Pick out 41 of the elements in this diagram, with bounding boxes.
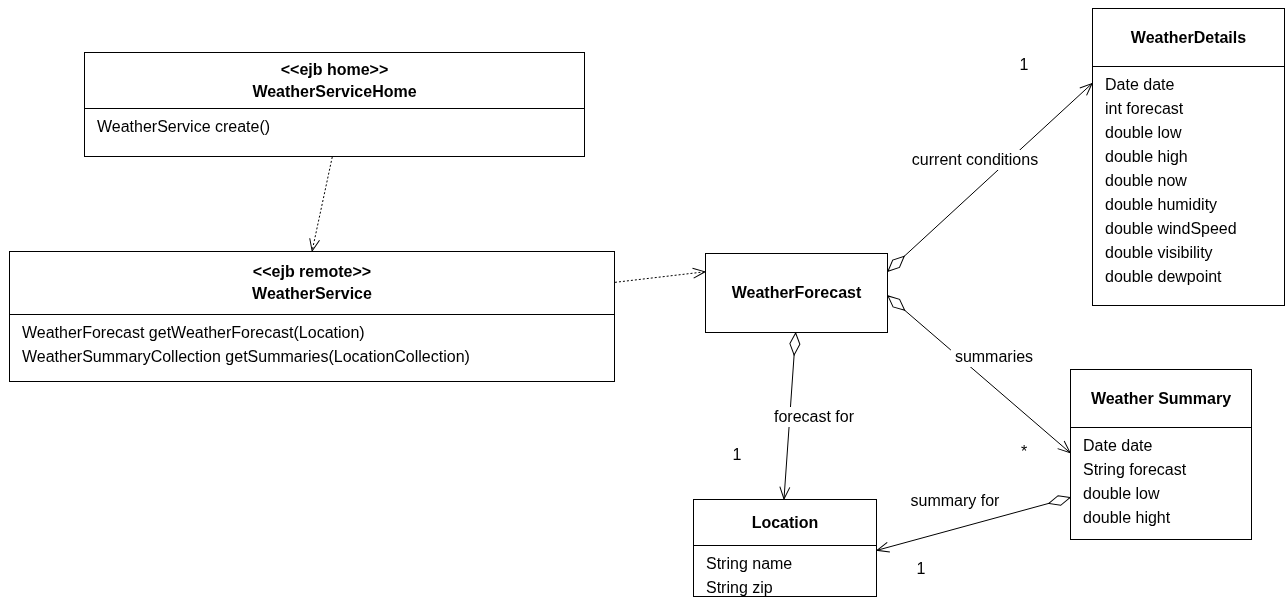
class-name: WeatherService	[252, 284, 372, 304]
class-box	[693, 499, 877, 597]
class-name: <<ejb remote>>	[252, 262, 372, 282]
class-box	[1092, 8, 1285, 306]
class-box	[1070, 369, 1252, 540]
class-name: Weather Summary	[1090, 388, 1232, 409]
member-text: WeatherSummaryCollection getSummaries(LocationCollection)	[22, 347, 471, 367]
class-name: Location	[751, 512, 819, 533]
member-text: int forecast	[1105, 99, 1185, 119]
class-box	[705, 253, 888, 333]
member-text: double humidity	[1105, 195, 1219, 215]
member-text: double low	[1083, 484, 1161, 504]
multiplicity-label: 1	[732, 445, 742, 465]
member-text: double visibility	[1105, 243, 1214, 263]
member-text: String forecast	[1083, 460, 1188, 480]
member-text: String zip	[706, 578, 774, 598]
multiplicity-label: 1	[916, 559, 926, 579]
member-text: WeatherForecast getWeatherForecast(Location)	[22, 323, 366, 343]
class-name: <<ejb home>>	[280, 59, 389, 80]
dependency-arrow	[309, 156, 333, 252]
member-text: double now	[1105, 171, 1188, 191]
dependency-arrow	[614, 267, 706, 283]
member-text: Date date	[1083, 436, 1154, 456]
member-text: double windSpeed	[1105, 219, 1238, 239]
member-text: double high	[1105, 147, 1189, 167]
aggregation-arrow	[887, 83, 1093, 272]
class-box	[9, 251, 615, 382]
class-name: WeatherForecast	[731, 283, 862, 303]
aggregation-arrow	[887, 295, 1071, 454]
class-name: WeatherServiceHome	[252, 81, 417, 102]
class-name: WeatherDetails	[1130, 27, 1247, 48]
member-text: String name	[706, 554, 794, 574]
member-text: double low	[1105, 123, 1183, 143]
member-text: WeatherService create()	[97, 117, 272, 137]
multiplicity-label: 1	[1019, 55, 1029, 75]
member-text: Date date	[1105, 75, 1176, 95]
class-box	[84, 52, 585, 157]
aggregation-arrow	[876, 495, 1071, 553]
member-text: double dewpoint	[1105, 267, 1223, 287]
member-text: double hight	[1083, 508, 1172, 528]
multiplicity-label: *	[1020, 442, 1028, 462]
